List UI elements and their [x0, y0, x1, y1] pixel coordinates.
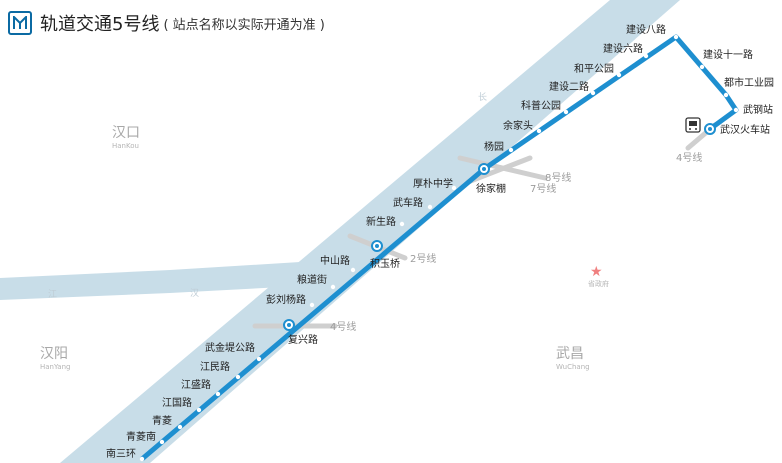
station-label[interactable]: 厚朴中学 [413, 177, 453, 190]
station-label[interactable]: 新生路 [366, 215, 396, 228]
station-marker[interactable] [643, 53, 649, 59]
station-label[interactable]: 青菱南 [126, 430, 156, 443]
station-label[interactable]: 都市工业园 [724, 76, 774, 89]
station-label[interactable]: 建设八路 [626, 23, 666, 36]
district-wuchang-pinyin: WuChang [556, 363, 590, 371]
river-label-han-2: 汉 [190, 288, 199, 299]
station-label[interactable]: 余家头 [503, 119, 533, 132]
station-marker[interactable] [215, 391, 221, 397]
station-label[interactable]: 复兴路 [288, 333, 318, 346]
line5-route [140, 34, 739, 461]
station-marker[interactable] [733, 107, 739, 113]
station-label[interactable]: 武金堤公路 [205, 341, 255, 354]
station-marker[interactable] [350, 267, 356, 273]
river-label-yangtze: 长 [478, 91, 487, 103]
station-marker[interactable] [139, 456, 145, 462]
station-label[interactable]: 粮道街 [297, 273, 327, 286]
line7-label: 7号线 [530, 182, 556, 195]
station-marker[interactable] [427, 204, 433, 210]
station-label[interactable]: 青菱 [152, 414, 172, 427]
station-label[interactable]: 武车路 [393, 196, 423, 209]
station-marker[interactable] [699, 64, 705, 70]
map-header: 轨道交通5号线 ( 站点名称以实际开通为准 ) [8, 8, 325, 38]
station-marker[interactable] [563, 109, 569, 115]
district-hanyang-pinyin: HanYang [40, 363, 70, 371]
river-label-han-1: 江 [48, 289, 57, 300]
star-icon: ★ [590, 264, 603, 280]
station-marker[interactable] [330, 284, 336, 290]
station-label[interactable]: 杨园 [484, 140, 504, 153]
station-label[interactable]: 和平公园 [574, 63, 614, 75]
line8-label: 8号线 [545, 171, 571, 184]
station-label[interactable]: 建设十一路 [703, 48, 753, 61]
district-wuchang: 武昌 [556, 346, 584, 362]
district-hanyang: 汉阳 [40, 346, 68, 362]
station-marker[interactable] [451, 185, 457, 191]
station-label[interactable]: 南三环 [106, 447, 136, 460]
station-label[interactable]: 中山路 [320, 254, 350, 267]
station-label[interactable]: 彭刘杨路 [266, 293, 306, 306]
station-label[interactable]: 江民路 [200, 360, 230, 373]
station-markers [139, 34, 739, 462]
station-label[interactable]: 江盛路 [181, 378, 211, 391]
station-marker[interactable] [235, 374, 241, 380]
station-label[interactable]: 建设二路 [549, 80, 589, 93]
station-marker[interactable] [196, 407, 202, 413]
transfer-station-dot [287, 323, 291, 327]
station-marker[interactable] [256, 356, 262, 362]
transfer-station-dot [708, 127, 712, 131]
line4-label: 4号线 [330, 320, 356, 333]
station-label[interactable]: 积玉桥 [370, 258, 400, 270]
map-subtitle: ( 站点名称以实际开通为准 ) [163, 17, 325, 33]
district-hankou: 汉口 [112, 125, 140, 141]
district-hankou-pinyin: HanKou [112, 142, 139, 150]
station-marker[interactable] [723, 92, 729, 98]
station-marker[interactable] [508, 147, 514, 153]
station-label[interactable]: 科普公园 [521, 99, 561, 112]
station-label[interactable]: 建设六路 [603, 42, 643, 55]
metro-logo-icon [8, 11, 32, 35]
transfer-station-dot [375, 244, 379, 248]
landmark-gov-label: 省政府 [588, 279, 609, 288]
station-marker[interactable] [616, 72, 622, 78]
train-station-icon [685, 117, 701, 133]
line7-transfer-segment [465, 155, 533, 185]
line4-label-east: 4号线 [676, 151, 702, 164]
station-marker[interactable] [399, 221, 405, 227]
station-marker[interactable] [536, 128, 542, 134]
station-label[interactable]: 武汉火车站 [720, 123, 770, 136]
yangtze-river [60, 0, 680, 463]
map-title: 轨道交通5号线 [40, 14, 160, 35]
transfer-station-dot [482, 167, 486, 171]
station-marker[interactable] [590, 90, 596, 96]
han-river [0, 262, 302, 300]
station-marker[interactable] [159, 439, 165, 445]
station-label[interactable]: 徐家棚 [476, 182, 506, 195]
station-marker[interactable] [309, 302, 315, 308]
station-label[interactable]: 江国路 [162, 396, 192, 409]
station-marker[interactable] [673, 34, 679, 40]
line2-label: 2号线 [410, 252, 436, 265]
station-marker[interactable] [177, 424, 183, 430]
station-label[interactable]: 武钢站 [743, 103, 773, 116]
